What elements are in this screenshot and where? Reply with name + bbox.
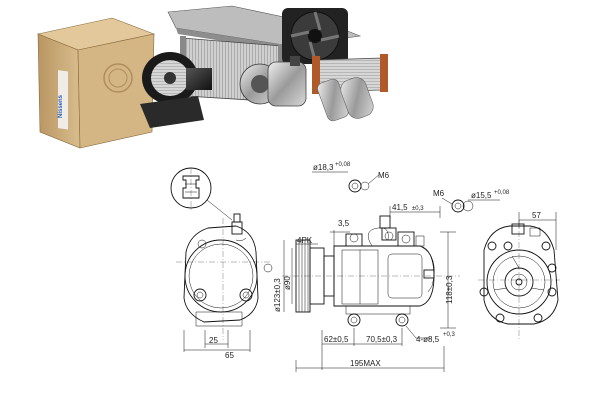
cardboard-box-image: Nissens: [36, 17, 156, 149]
dim-port-diameter: ø15,5: [471, 191, 492, 200]
dim-fitting-diameter: ø18,3: [313, 163, 334, 172]
compressor-rear-view: 25 65: [176, 213, 273, 360]
dim-mount-holes-tol: +0,3: [443, 332, 456, 338]
dim-offset-62: 62±0,5: [324, 335, 349, 344]
dim-gap-3-5: 3,5: [338, 219, 350, 228]
dim-right-57: 57: [532, 211, 541, 220]
dim-mount-holes: 4-ø8,5: [416, 335, 440, 344]
product-photo-collage: Nissens: [36, 5, 388, 149]
ac-compressor-image: [239, 56, 307, 107]
dim-port-offset-tol: ±0,3: [412, 206, 424, 212]
dim-body-diameter: ø123±0,3: [273, 278, 282, 312]
thread-m6-right: M6: [433, 189, 445, 198]
dim-offset-70-5: 70,5±0,3: [366, 335, 398, 344]
fitting-detail-top: ø18,3 +0,08 M6: [312, 162, 390, 193]
compressor-side-view: ø123±0,3 ø90 118±0,3 4PK 3,5 41,5 ±0,3 6…: [273, 203, 460, 372]
dim-left-65: 65: [225, 351, 234, 360]
dim-left-25: 25: [209, 336, 218, 345]
dim-port-offset: 41,5: [392, 203, 408, 212]
receiver-drier-image: [317, 77, 374, 122]
dim-fitting-diameter-tol: +0,08: [335, 162, 351, 168]
dim-pulley-diameter: ø90: [283, 276, 292, 290]
blower-motor-image: [140, 52, 212, 128]
port-detail-right: M6 ø15,5 +0,08: [433, 189, 510, 213]
box-brand-emblem: [103, 63, 133, 93]
dim-port-diameter-tol: +0,08: [494, 190, 510, 196]
dim-overall-length: 195MAX: [350, 359, 381, 368]
compressor-front-view: 57: [478, 211, 560, 340]
dim-pulley-grooves: 4PK: [297, 236, 313, 245]
cooling-fan-image: [282, 8, 348, 64]
fitting-detail-callout: [170, 167, 233, 221]
dim-body-height: 118±0,3: [445, 275, 454, 304]
box-logo-text: Nissens: [58, 94, 64, 118]
thread-m6-center: M6: [378, 171, 390, 180]
